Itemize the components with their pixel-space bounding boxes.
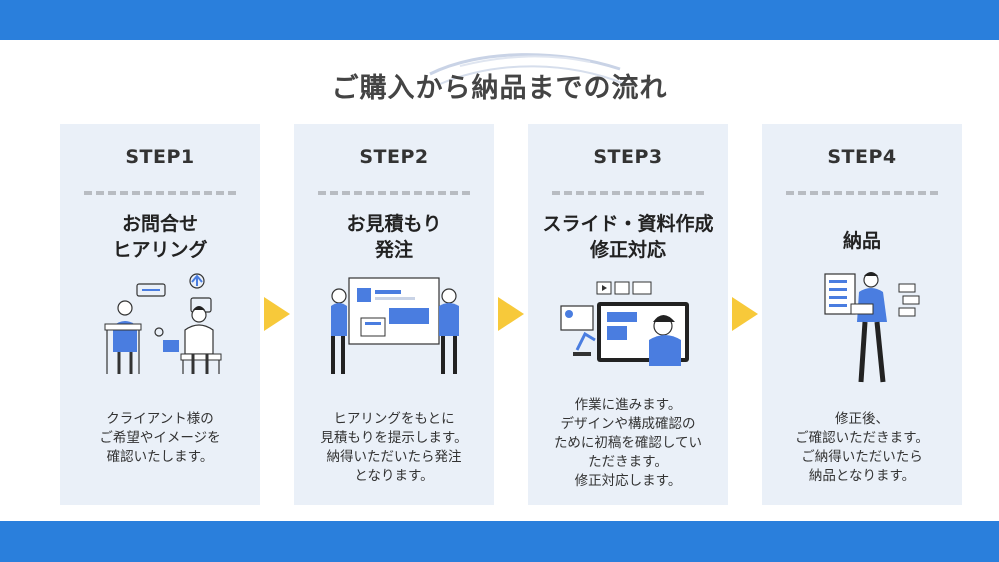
triangle-right-icon: [732, 297, 758, 331]
step-heading: お見積もり 発注: [346, 213, 442, 261]
page-title: ご購入から納品までの流れ: [331, 73, 668, 104]
step-card-4: STEP4 納品 修正後、 ご確認いただきます。 ご納得いただいたら 納品となり…: [762, 124, 962, 505]
step-description: 作業に進みます。 デザインや構成確認の ために初稿を確認してい ただきます。 修…: [553, 397, 703, 489]
dashed-divider: [786, 191, 938, 195]
step-label: STEP4: [827, 146, 897, 168]
triangle-right-icon: [498, 297, 524, 331]
dashed-divider: [84, 191, 236, 195]
step-description: 修正後、 ご確認いただきます。 ご納得いただいたら 納品となります。: [795, 411, 929, 484]
step-card-2: STEP2 お見積もり 発注 ヒアリングをもとに 見積もりを提示します。 納得い…: [294, 124, 494, 505]
step-label: STEP2: [359, 146, 429, 168]
step-label: STEP3: [593, 146, 663, 168]
step-heading: 納品: [842, 230, 881, 252]
bottom-band: [0, 521, 999, 562]
consultation-illustration: [104, 273, 222, 374]
step-heading: お問合せ ヒアリング: [112, 213, 208, 261]
step-card-1: STEP1 お問合せ ヒアリング クライアント様の ご希望やイメージを 確認いた…: [60, 124, 260, 505]
step-label: STEP1: [125, 146, 195, 168]
dashed-divider: [552, 191, 704, 195]
step-description: クライアント様の ご希望やイメージを 確認いたします。: [99, 411, 221, 465]
swoosh-decoration: [429, 53, 626, 85]
triangle-right-icon: [264, 297, 290, 331]
top-band: [0, 0, 999, 40]
step-card-3: STEP3 スライド・資料作成 修正対応 作業に進みます。 デザインや構成確認の…: [528, 124, 728, 505]
delivery-illustration: [824, 272, 920, 383]
design-work-illustration: [560, 281, 689, 366]
step-description: ヒアリングをもとに 見積もりを提示します。 納得いただいたら発注 となります。: [320, 411, 468, 484]
step-heading: スライド・資料作成 修正対応: [542, 213, 714, 261]
estimate-illustration: [331, 277, 459, 374]
dashed-divider: [318, 191, 470, 195]
